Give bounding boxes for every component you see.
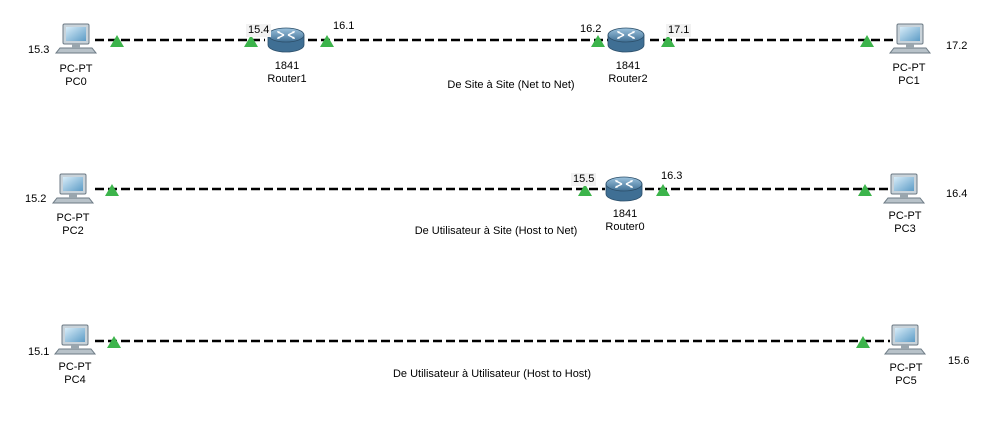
pc4-icon[interactable] (54, 324, 96, 355)
device-name: Router2 (608, 73, 648, 85)
router1-label[interactable]: 1841 Router1 (267, 60, 306, 86)
router2-icon[interactable] (607, 27, 645, 53)
link-pc2-router0[interactable] (95, 184, 605, 196)
pc3-label[interactable]: PC-PT PC3 (889, 210, 922, 236)
device-name: PC4 (64, 374, 86, 386)
device-type: 1841 (615, 60, 641, 72)
device-name: PC0 (65, 76, 87, 88)
device-name: Router0 (605, 221, 645, 233)
pc3-icon[interactable] (883, 173, 925, 204)
link-router1-router2[interactable] (308, 35, 608, 47)
pc5-ip-label: 15.6 (948, 355, 970, 367)
router0-left-ip-label: 15.5 (571, 173, 597, 186)
pc5-label[interactable]: PC-PT PC5 (890, 362, 923, 388)
row1-caption: De Site à Site (Net to Net) (447, 79, 575, 91)
pc0-icon[interactable] (55, 23, 97, 54)
router2-right-ip-label: 17.1 (666, 24, 692, 37)
pc2-label[interactable]: PC-PT PC2 (57, 212, 90, 238)
link-pc4-pc5[interactable] (95, 336, 890, 348)
pc5-icon[interactable] (884, 324, 926, 355)
pc1-ip-label: 17.2 (946, 40, 968, 52)
router1-left-ip-label: 15.4 (246, 24, 272, 37)
device-name: PC3 (894, 223, 916, 235)
pc0-label[interactable]: PC-PT PC0 (60, 63, 93, 89)
router2-left-ip-label: 16.2 (580, 23, 602, 35)
router1-icon[interactable] (267, 27, 305, 53)
router0-icon[interactable] (605, 176, 643, 202)
pc2-ip-label: 15.2 (25, 193, 47, 205)
router1-right-ip-label: 16.1 (333, 20, 355, 32)
device-name: PC1 (898, 75, 920, 87)
device-type: PC-PT (59, 63, 93, 75)
link-router2-pc1[interactable] (650, 35, 895, 47)
pc4-label[interactable]: PC-PT PC4 (59, 361, 92, 387)
device-name: Router1 (267, 73, 307, 85)
pc4-ip-label: 15.1 (28, 346, 50, 358)
device-type: PC-PT (888, 210, 922, 222)
device-type: 1841 (274, 60, 300, 72)
router2-label[interactable]: 1841 Router2 (608, 60, 647, 86)
device-type: 1841 (612, 208, 638, 220)
device-name: PC5 (895, 375, 917, 387)
pc0-ip-label: 15.3 (28, 44, 50, 56)
device-type: PC-PT (58, 361, 92, 373)
pc3-ip-label: 16.4 (946, 188, 968, 200)
device-type: PC-PT (892, 62, 926, 74)
device-type: PC-PT (889, 362, 923, 374)
router0-right-ip-label: 16.3 (661, 170, 683, 182)
pc2-icon[interactable] (52, 173, 94, 204)
pc1-icon[interactable] (889, 23, 931, 54)
link-router0-pc3[interactable] (645, 184, 890, 196)
link-pc0-router1[interactable] (95, 35, 265, 47)
router0-label[interactable]: 1841 Router0 (605, 208, 644, 234)
device-type: PC-PT (56, 212, 90, 224)
device-name: PC2 (62, 225, 84, 237)
pc1-label[interactable]: PC-PT PC1 (893, 62, 926, 88)
row3-caption: De Utilisateur à Utilisateur (Host to Ho… (392, 368, 592, 380)
row2-caption: De Utilisateur à Site (Host to Net) (414, 225, 578, 237)
